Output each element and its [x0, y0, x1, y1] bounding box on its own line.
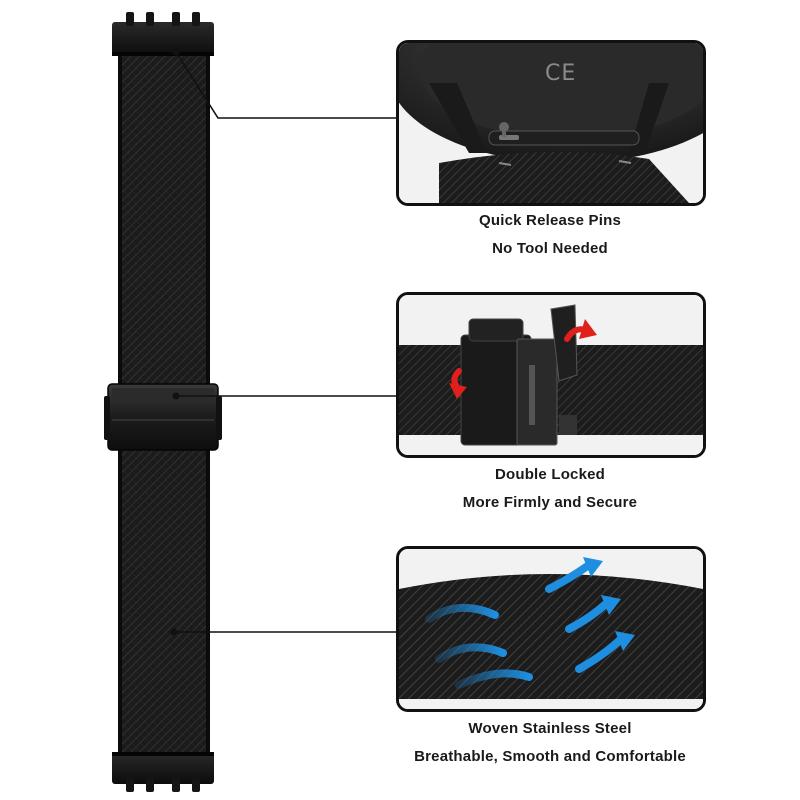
woven-steel-subtitle: Breathable, Smooth and Comfortable — [414, 748, 686, 765]
quick-release-detail-panel: CE — [396, 40, 706, 206]
quick-release-pin-icon — [399, 43, 703, 203]
breathable-airflow-icon — [399, 549, 703, 709]
top-end-connector — [112, 12, 214, 56]
double-lock-clasp-icon — [399, 295, 703, 455]
woven-steel-detail-panel — [396, 546, 706, 712]
double-locked-title: Double Locked — [494, 466, 606, 483]
woven-steel-title: Woven Stainless Steel — [468, 720, 632, 737]
double-lock-detail-panel — [396, 292, 706, 458]
quick-release-title: Quick Release Pins — [478, 212, 621, 229]
folding-clasp — [104, 383, 222, 451]
quick-release-subtitle: No Tool Needed — [492, 240, 608, 257]
ce-mark: CE — [545, 61, 577, 86]
bottom-end-connector — [112, 752, 214, 792]
leader-lines — [174, 51, 396, 633]
double-locked-subtitle: More Firmly and Secure — [462, 494, 638, 511]
